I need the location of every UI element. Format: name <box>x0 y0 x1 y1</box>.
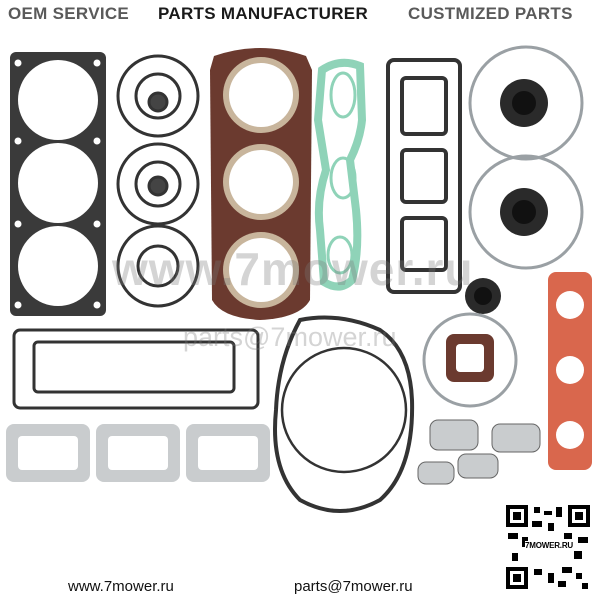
crank-seal-gasket-lower <box>468 154 584 270</box>
small-oil-seal <box>465 278 501 314</box>
exhaust-port-gasket <box>386 58 462 294</box>
lobed-outline-gasket <box>116 54 200 308</box>
watermark-email-text: parts@7mower.ru <box>183 322 397 352</box>
cylinder-base-gasket <box>10 52 106 316</box>
header-center-text: PARTS MANUFACTURER <box>158 4 369 23</box>
round-cover-gasket <box>422 312 518 408</box>
footer-email-link[interactable]: parts@7mower.ru <box>294 578 413 595</box>
crankcase-gasket <box>273 315 415 513</box>
red-exhaust-gasket <box>548 272 592 470</box>
water-jacket-gasket <box>313 58 367 291</box>
reed-valve-gaskets <box>6 424 270 482</box>
footer-website-link[interactable]: www.7mower.ru <box>68 578 174 595</box>
header-left-text: OEM SERVICE <box>8 4 130 23</box>
watermark-site-text: www.7mower.ru <box>112 243 474 295</box>
qr-label: 7MOWER.RU <box>525 541 573 551</box>
header-right-text: CUSTMIZED PARTS <box>408 4 573 23</box>
cylinder-head-gasket <box>210 48 312 320</box>
crank-seal-gasket-upper <box>468 45 584 161</box>
small-flange-gaskets <box>417 419 541 485</box>
intake-manifold-gasket <box>12 328 260 410</box>
